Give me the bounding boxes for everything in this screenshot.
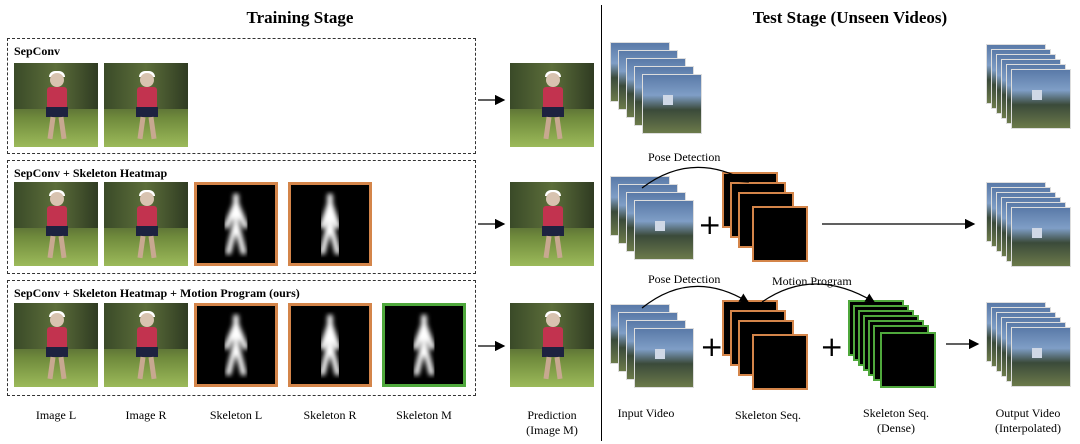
prediction-photo xyxy=(510,182,594,266)
row-motion-program-box: SepConv + Skeleton Heatmap + Motion Prog… xyxy=(7,280,476,396)
input-video-stack-bottom xyxy=(610,304,710,394)
label-image-l: Image L xyxy=(35,408,77,422)
image-r-photo xyxy=(104,63,188,147)
test-stage-title: Test Stage (Unseen Videos) xyxy=(752,8,948,27)
label-output-video: Output Video (Interpolated) xyxy=(978,406,1078,436)
input-video-stack-top xyxy=(610,42,710,134)
image-l-photo xyxy=(14,63,98,147)
label-skeleton-m: Skeleton M xyxy=(396,408,452,422)
row-sepconv-box: SepConv xyxy=(7,38,476,154)
image-l-photo xyxy=(14,303,98,387)
row-label: SepConv + Skeleton Heatmap xyxy=(14,166,168,180)
label-skeleton-r: Skeleton R xyxy=(303,408,357,422)
prediction-photo xyxy=(510,63,594,147)
motion-program-label: Motion Program xyxy=(772,274,852,288)
image-r-photo xyxy=(104,182,188,266)
plus-symbol: + xyxy=(698,208,722,241)
input-video-stack-mid xyxy=(610,176,710,266)
prediction-photo xyxy=(510,303,594,387)
label-skeleton-seq-dense: Skeleton Seq. (Dense) xyxy=(846,406,946,436)
skeleton-seq-stack-mid xyxy=(722,172,822,272)
pose-detection-label: Pose Detection xyxy=(648,150,721,164)
skeleton-l-heatmap xyxy=(194,182,278,266)
label-output-video-line2: (Interpolated) xyxy=(995,421,1061,435)
test-arrows xyxy=(641,166,980,350)
training-stage-title: Training Stage xyxy=(246,8,354,27)
label-skeleton-l: Skeleton L xyxy=(209,408,263,422)
row-label: SepConv + Skeleton Heatmap + Motion Prog… xyxy=(14,286,300,300)
row-heatmap-box: SepConv + Skeleton Heatmap xyxy=(7,160,476,274)
image-l-photo xyxy=(14,182,98,266)
image-r-photo xyxy=(104,303,188,387)
label-prediction-line1: Prediction xyxy=(527,408,577,422)
label-output-video-line1: Output Video xyxy=(995,406,1061,420)
label-skeleton-seq-dense-line2: (Dense) xyxy=(877,421,915,435)
label-prediction-line2: (Image M) xyxy=(526,423,578,437)
skeleton-seq-dense-stack xyxy=(848,300,948,400)
output-video-stack-bottom xyxy=(986,302,1076,392)
plus-symbol: + xyxy=(700,330,724,363)
skeleton-r-heatmap xyxy=(288,303,372,387)
label-image-r: Image R xyxy=(125,408,167,422)
row-label: SepConv xyxy=(14,44,61,58)
skeleton-seq-stack-bottom xyxy=(722,300,822,400)
label-input-video: Input Video xyxy=(617,406,675,420)
training-arrows xyxy=(478,94,506,352)
pose-detection-label: Pose Detection xyxy=(648,272,721,286)
skeleton-l-heatmap xyxy=(194,303,278,387)
label-skeleton-seq: Skeleton Seq. xyxy=(735,408,801,422)
skeleton-r-heatmap xyxy=(288,182,372,266)
label-skeleton-seq-dense-line1: Skeleton Seq. xyxy=(863,406,929,420)
stage-divider xyxy=(601,5,602,441)
output-video-stack-mid xyxy=(986,182,1076,272)
plus-symbol: + xyxy=(820,330,844,363)
output-video-stack-top xyxy=(986,44,1076,134)
label-prediction: Prediction (Image M) xyxy=(502,408,602,438)
skeleton-m-heatmap xyxy=(382,303,466,387)
